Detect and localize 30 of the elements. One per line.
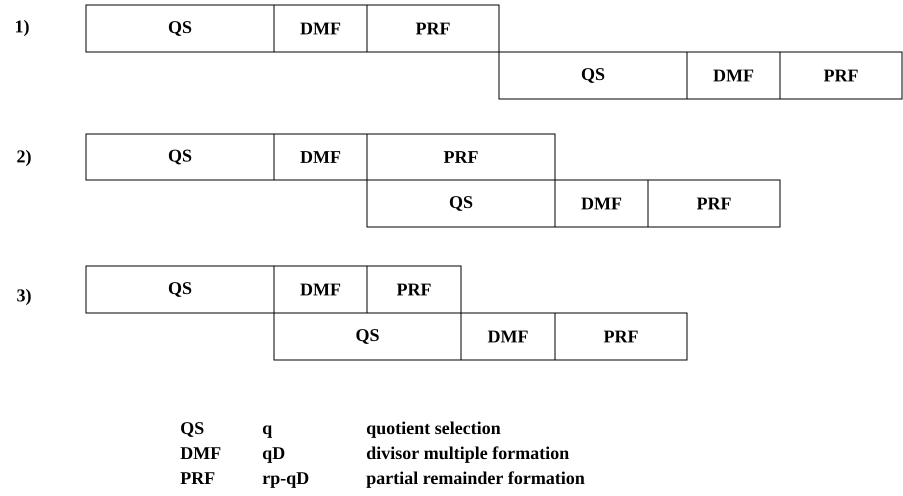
legend-cell: divisor multiple formation [366,446,569,463]
row-number: 3) [17,288,31,306]
stage-box: DMF [686,52,780,100]
row-number: 1) [16,20,29,36]
legend-cell: partial remainder formation [366,471,585,488]
legend-cell: quotient selection [366,422,500,438]
stage-box: PRF [366,266,462,314]
stage-box: QS [86,134,274,180]
legend-cell: rp-qD [262,472,308,488]
legend-cell: QS [181,422,204,437]
stage-box: QS [86,4,274,52]
stage-box: QS [86,266,274,314]
stage-box: DMF [460,312,556,360]
stage-box: QS [366,180,556,228]
stage-box: DMF [274,134,368,180]
stage-box: PRF [366,134,556,180]
legend-cell: qD [262,447,284,463]
legend-cell: q [262,425,272,438]
stage-box: DMF [274,4,368,52]
stage-box: PRF [648,180,780,228]
legend-cell: DMF [180,447,220,460]
stage-box: PRF [554,312,688,360]
stage-box: DMF [274,266,368,314]
stage-box: DMF [554,180,648,228]
row-number: 2) [17,150,31,166]
stage-box: PRF [366,4,500,52]
stage-box: QS [498,52,688,100]
stage-box: QS [274,312,462,360]
stage-box: PRF [780,52,902,100]
legend-cell: PRF [180,472,214,484]
